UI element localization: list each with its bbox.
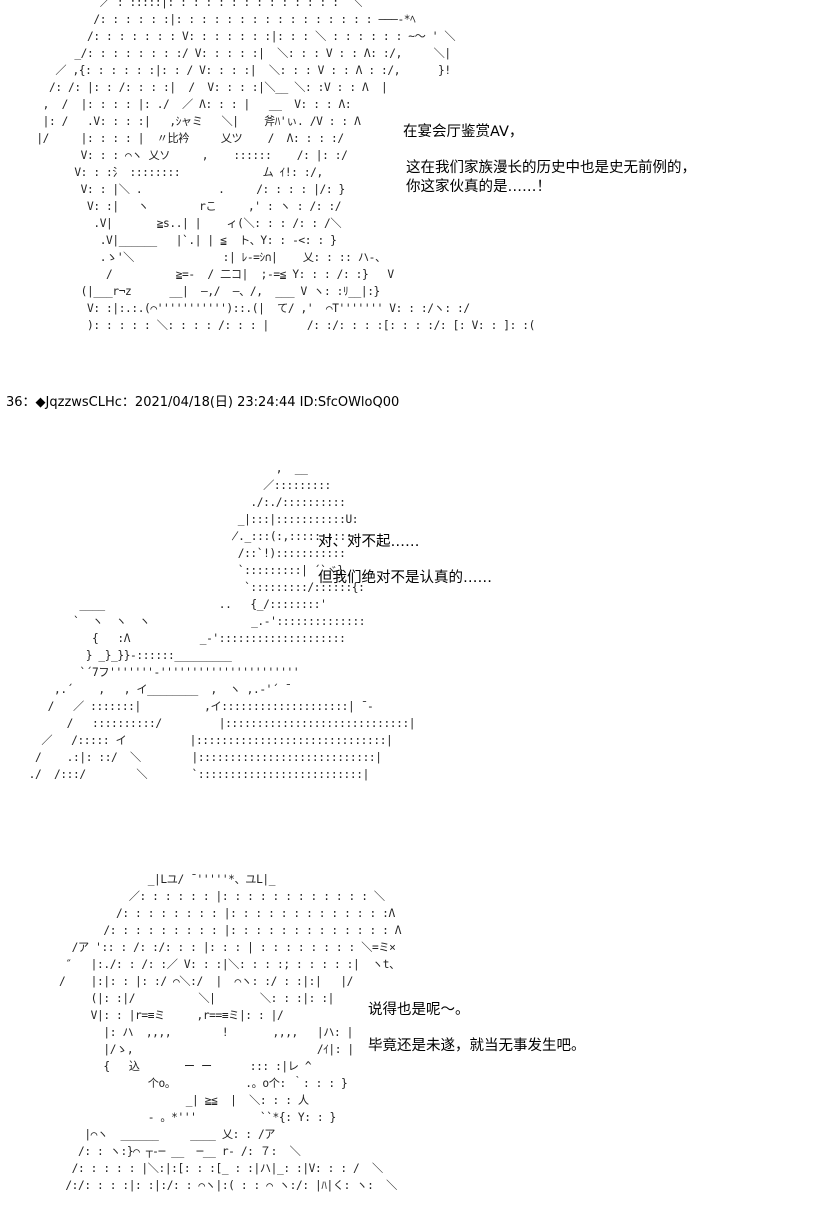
dialogue-line-2a: 对、对不起…… [318, 534, 420, 550]
dialogue-line-1a: 在宴会厅鉴赏AV， [403, 124, 524, 140]
dialogue-line-3b: 毕竟还是未遂，就当无事发生吧。 [368, 1038, 586, 1054]
dialogue-line-2b: 但我们绝对不是认真的…… [318, 570, 492, 586]
dialogue-line-1c: 你这家伙真的是……！ [406, 179, 551, 195]
ascii-art-character-1: ／ : :::::|: : : : : : : : : : : : : : ＼ … [36, 0, 535, 332]
ascii-art-character-3: _|Lユ/ ̄ '''''*、ユL|_ ／: : : : : : |: : : … [59, 873, 402, 1192]
post-header: 36：◆JqzzwsCLHc：2021/04/18(日) 23:24:44 ID… [6, 395, 400, 410]
dialogue-line-3a: 说得也是呢～。 [368, 1002, 470, 1018]
ascii-art-character-2: , __ ／::::::::: ./:./:::::::::: _|:::|::… [28, 462, 416, 781]
dialogue-line-1b: 这在我们家族漫长的历史中也是史无前例的， [406, 160, 696, 176]
